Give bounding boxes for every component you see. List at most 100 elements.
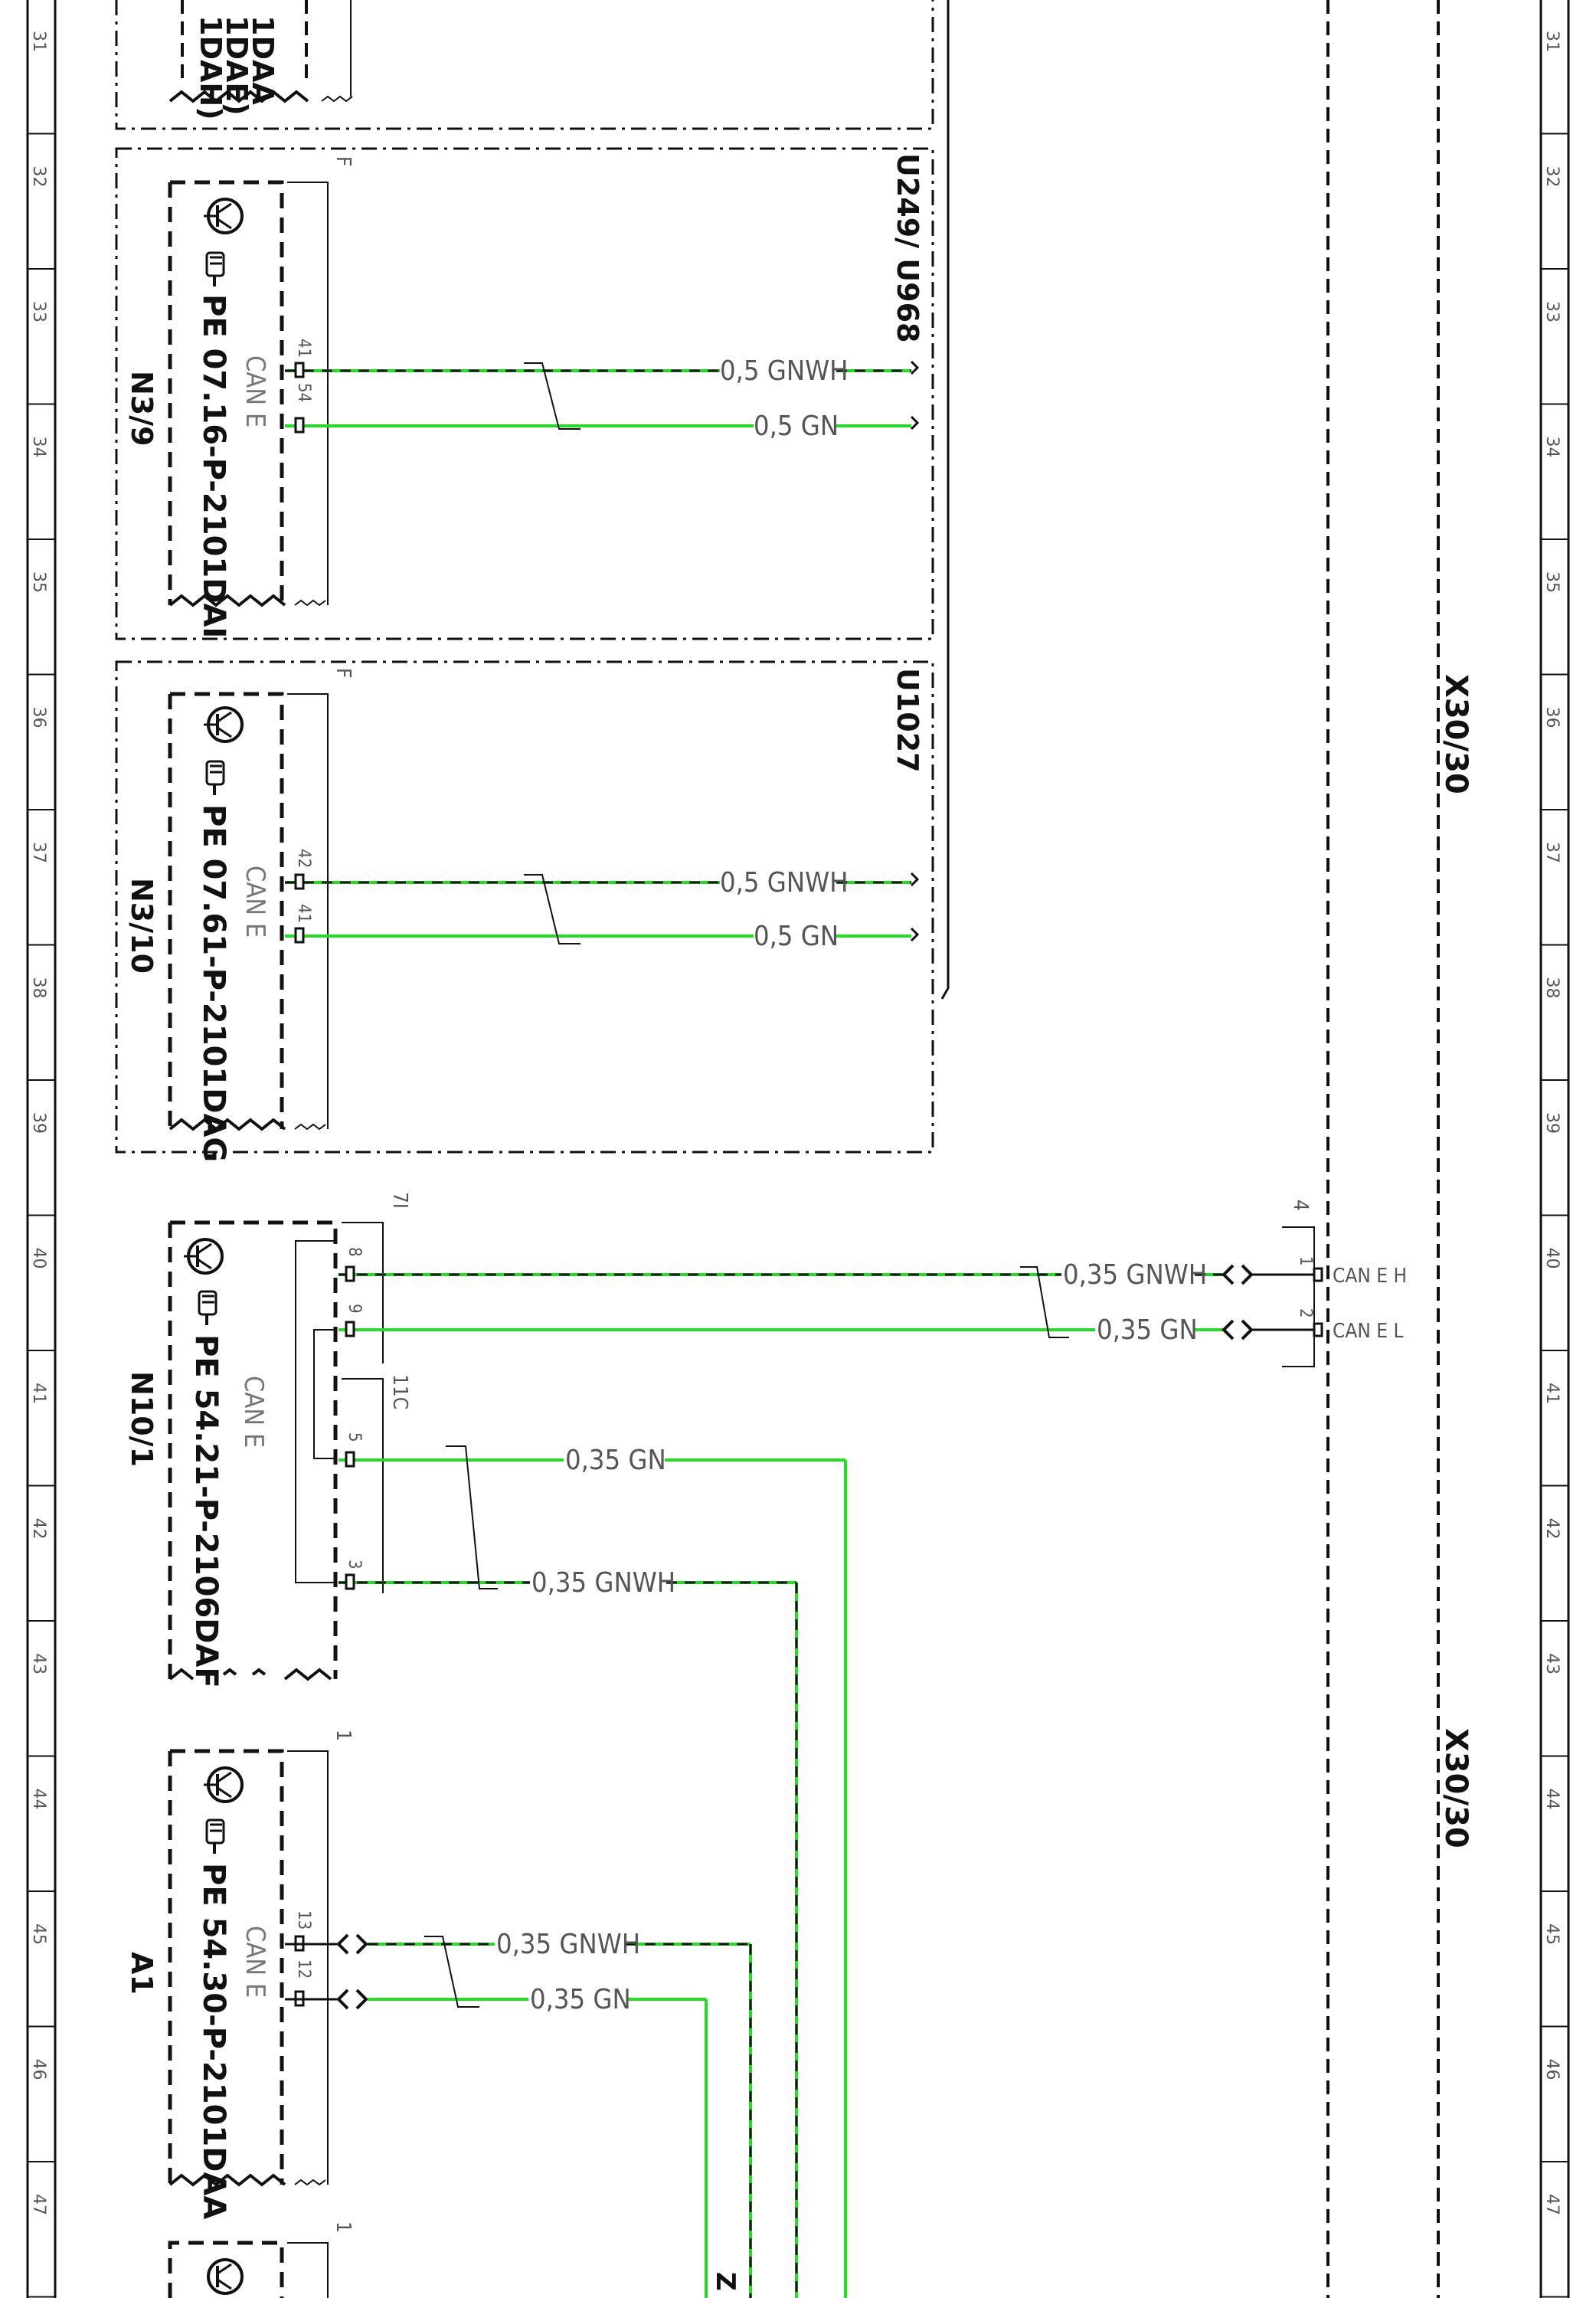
ruler-number: 46 [1542,2059,1562,2080]
ruler-number: 44 [29,1789,48,1810]
variant-bracket [940,0,950,1000]
a1-pin-upper: 13 [294,1910,313,1930]
ruler-number: 32 [1542,166,1562,188]
n10-1-wire-9-label: 0,35 GN [1097,1314,1198,1346]
n3-10-wire-lower-label: 0,5 GN [754,921,839,952]
n10-1-wire-5-label: 0,35 GN [565,1445,666,1476]
bottom-connector: 1 [332,2221,355,2233]
x30-signal-1: CAN E H [1333,1265,1407,1288]
n3-10-pin-upper: 42 [294,849,313,868]
ruler-number: 47 [29,2194,48,2215]
n10-1-pin-3: 3 [345,1560,364,1570]
n3-10-bus: CAN E [240,866,270,938]
n3-10-designation: N3/10 [125,878,159,974]
hand-reference-icon [205,1818,225,1854]
transistor-icon [184,1238,224,1275]
x30-signal-2: CAN E L [1333,1320,1404,1343]
bottom-partial-module: 1 Z [168,2221,741,2298]
n10-1-wire-3-label: 0,35 GNWH [531,1567,675,1599]
module-a1: 1 PE 54.30-P-2101DAA CAN E A1 13 12 [125,1730,355,2219]
ruler-number: 47 [1542,2194,1562,2215]
n10-1-bus: CAN E [238,1376,269,1448]
transistor-icon [204,1766,244,1803]
x30-name-lower: X30/30 [1438,1728,1473,1848]
n10-1-connector-mid: 11C [388,1374,411,1409]
n3-9-pin-lower: 54 [294,383,313,402]
module-n3-10: F PE 07.61-P-2101DAG CAN E N3/10 U1027 4… [115,660,934,1162]
n3-9-designation: N3/9 [125,371,159,447]
module-n3-9: F PE 07.16-P-2101DAI CAN E N3/9 U249/ U9… [115,147,934,640]
hand-reference-icon [198,1290,217,1325]
x30-name-upper: X30/30 [1438,674,1473,794]
ruler-number: 43 [29,1653,48,1674]
ruler-number: 37 [1542,842,1562,863]
transistor-icon [204,706,244,743]
n3-9-reference: PE 07.16-P-2101DAI [196,294,231,638]
ruler-number: 40 [1542,1248,1562,1269]
bottom-wire-marker: Z [710,2272,741,2291]
top-code-3: 1DAH) [194,15,227,120]
ruler-number: 45 [29,1923,48,1945]
ruler-number: 45 [1542,1923,1562,1945]
module-n10-1: 7I 11C PE 54.21-P-2106DAF CAN E N10/1 8 … [125,1192,411,1688]
transistor-icon [207,2258,244,2295]
ruler-number: 35 [29,571,48,593]
n10-1-pin-5: 5 [345,1432,364,1442]
ruler-number: 42 [29,1518,48,1540]
a1-reference: PE 54.30-P-2101DAA [196,1863,231,2219]
transistor-icon [204,198,244,234]
n10-1-reference: PE 54.21-P-2106DAF [188,1334,224,1688]
hand-reference-icon [205,760,225,795]
ruler-number: 42 [1542,1518,1562,1540]
n3-10-variant: U1027 [891,668,924,773]
x30-connector: 4 [1289,1200,1312,1211]
ruler-number: 39 [1542,1112,1562,1134]
x30-pin-2: 2 [1296,1308,1315,1318]
n3-9-corner: F [332,156,355,166]
ruler-number: 40 [29,1248,48,1269]
n3-10-reference: PE 07.61-P-2101DAG [196,804,231,1162]
n10-1-pin-9: 9 [345,1304,364,1314]
top-partial-module: 1DAA 1DAE) 1DAH) [115,0,934,130]
ruler-number: 33 [1542,301,1562,322]
ruler-number: 46 [29,2059,48,2080]
ruler-number: 38 [1542,977,1562,999]
a1-wire-lower-label: 0,35 GN [530,1984,631,2015]
wires-a1: 0,35 GNWH 0,35 GN [285,1929,752,2298]
n3-9-bus: CAN E [240,355,270,427]
n10-1-wire-8-label: 0,35 GNWH [1063,1259,1207,1291]
ruler-number: 34 [1542,437,1562,458]
wires-n3: 0,5 GNWH 0,5 GN 0,5 GNWH 0,5 GN [285,355,920,952]
ruler-number: 34 [29,437,48,458]
a1-connector: 1 [332,1730,355,1741]
ruler-number: 41 [29,1383,48,1404]
a1-designation: A1 [125,1952,159,1995]
n3-9-pin-upper: 41 [294,339,313,358]
n10-1-connector-top: 7I [388,1192,411,1209]
ruler-number: 31 [29,31,48,52]
distributor-x30-30: 4 1 2 CAN E H CAN E L X30/30 X30/30 [1222,0,1473,2298]
ruler-number: 36 [29,707,48,728]
n10-1-pin-8: 8 [345,1247,364,1257]
ruler-number: 41 [1542,1383,1562,1404]
ruler-number: 44 [1542,1789,1562,1810]
n3-10-corner: F [332,668,355,678]
a1-pin-lower: 12 [294,1959,313,1979]
n3-9-wire-upper-label: 0,5 GNWH [720,355,848,387]
top-code-2: 1DAE) [220,15,253,116]
a1-wire-upper-label: 0,35 GNWH [496,1929,640,1960]
n10-1-designation: N10/1 [125,1371,159,1467]
ruler-number: 38 [29,977,48,999]
n3-10-wire-upper-label: 0,5 GNWH [720,867,848,899]
n3-9-variant: U249/ U968 [891,153,924,342]
ruler-number: 35 [1542,571,1562,593]
ruler-number: 33 [29,301,48,322]
wires-n10-1: 0,35 GNWH 0,35 GN 0,35 GN 0,35 GNWH [338,1259,1225,2298]
a1-bus: CAN E [240,1926,270,1998]
ruler-number: 32 [29,166,48,188]
hand-reference-icon [205,251,225,286]
ruler-number: 37 [29,842,48,863]
